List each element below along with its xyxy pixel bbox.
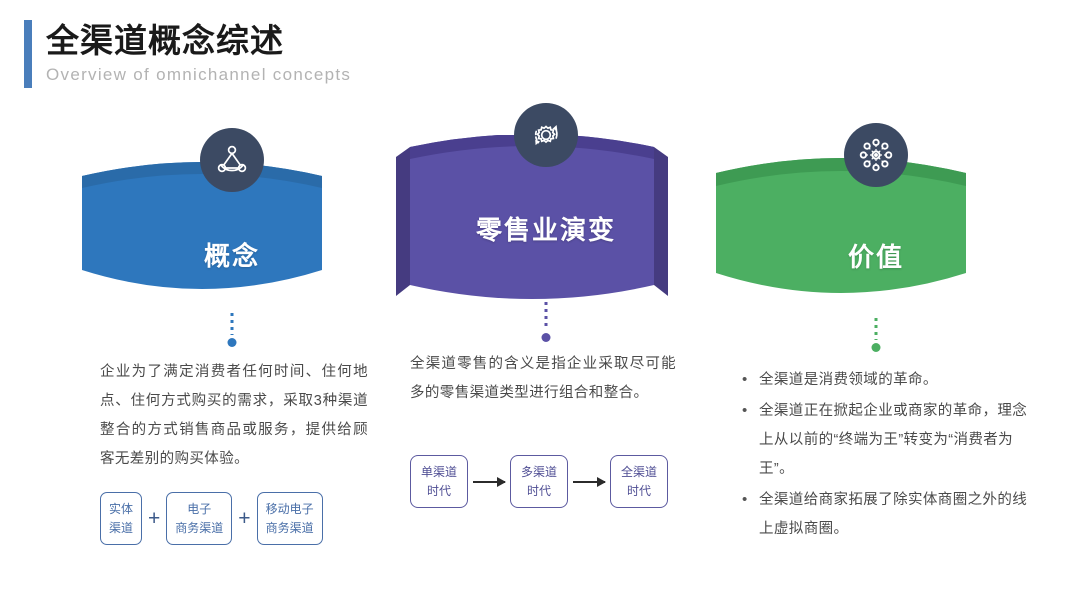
chip-row-channels: 实体渠道 + 电子商务渠道 + 移动电子商务渠道 <box>100 492 323 546</box>
flow-box-single-channel-era[interactable]: 单渠道时代 <box>410 455 469 509</box>
banner-shape-value <box>716 158 966 293</box>
page-title: 全渠道概念综述 <box>46 22 284 59</box>
banner-retail-evolution[interactable]: 零售业演变 <box>396 103 696 313</box>
banner-concept[interactable]: 概念 <box>82 128 382 303</box>
bullet-list-value: 全渠道是消费领域的革命。 全渠道正在掀起企业或商家的革命，理念上从以前的“终端为… <box>740 365 1028 546</box>
badge-retail-evolution <box>514 103 578 167</box>
flow-row-eras: 单渠道时代 多渠道时代 全渠道时代 <box>410 455 669 509</box>
connector-concept <box>227 313 237 347</box>
hub-spoke-network-icon <box>859 138 893 172</box>
chip-mobile-ecommerce-channel[interactable]: 移动电子商务渠道 <box>256 492 323 546</box>
page-subtitle: Overview of omnichannel concepts <box>46 64 352 84</box>
banner-label-retail-evolution: 零售业演变 <box>475 215 616 245</box>
plus-separator-2: + <box>238 506 251 530</box>
column-value: 价值 全渠道是消费领域的革命。 全渠道正在掀起企业或商家的革命，理念上从以前的“… <box>716 0 1036 537</box>
list-item: 全渠道给商家拓展了除实体商圈之外的线上虚拟商圈。 <box>740 485 1028 544</box>
banner-value[interactable]: 价值 <box>716 123 1036 307</box>
banner-label-concept: 概念 <box>203 241 260 271</box>
page-header: 全渠道概念综述 Overview of omnichannel concepts <box>24 20 351 88</box>
banner-shape-retail <box>396 135 668 299</box>
title-block: 全渠道概念综述 Overview of omnichannel concepts <box>46 20 351 88</box>
badge-value <box>844 123 908 187</box>
connector-value <box>871 318 881 352</box>
paragraph-concept: 企业为了满定消费者任何时间、住何地点、住何方式购买的需求，采取3种渠道整合的方式… <box>100 364 368 467</box>
flow-arrow-2 <box>573 476 607 487</box>
network-triangle-icon <box>217 145 247 173</box>
title-accent-bar <box>24 20 32 88</box>
gear-refresh-icon <box>534 125 558 146</box>
plus-separator-1: + <box>148 506 161 530</box>
column-retail-evolution: 零售业演变 全渠道零售的含义是指企业采取尽可能多的零售渠道类型进行组合和整合。 … <box>396 0 696 509</box>
paragraph-retail-evolution: 全渠道零售的含义是指企业采取尽可能多的零售渠道类型进行组合和整合。 <box>410 356 676 401</box>
chip-physical-channel[interactable]: 实体渠道 <box>100 492 143 546</box>
banner-label-value: 价值 <box>847 242 904 272</box>
flow-box-omni-channel-era[interactable]: 全渠道时代 <box>610 455 669 509</box>
list-item: 全渠道正在掀起企业或商家的革命，理念上从以前的“终端为王”转变为“消费者为王”。 <box>740 396 1028 484</box>
banner-shape-concept <box>82 162 322 289</box>
flow-box-multi-channel-era[interactable]: 多渠道时代 <box>510 455 569 509</box>
list-item: 全渠道是消费领域的革命。 <box>740 365 1028 395</box>
chip-ecommerce-channel[interactable]: 电子商务渠道 <box>166 492 233 546</box>
connector-retail-evolution <box>541 302 551 342</box>
flow-arrow-1 <box>473 476 507 487</box>
column-concept: 概念 企业为了满定消费者任何时间、住何地点、住何方式购买的需求，采取3种渠道整合… <box>82 0 382 546</box>
badge-concept <box>200 128 264 192</box>
